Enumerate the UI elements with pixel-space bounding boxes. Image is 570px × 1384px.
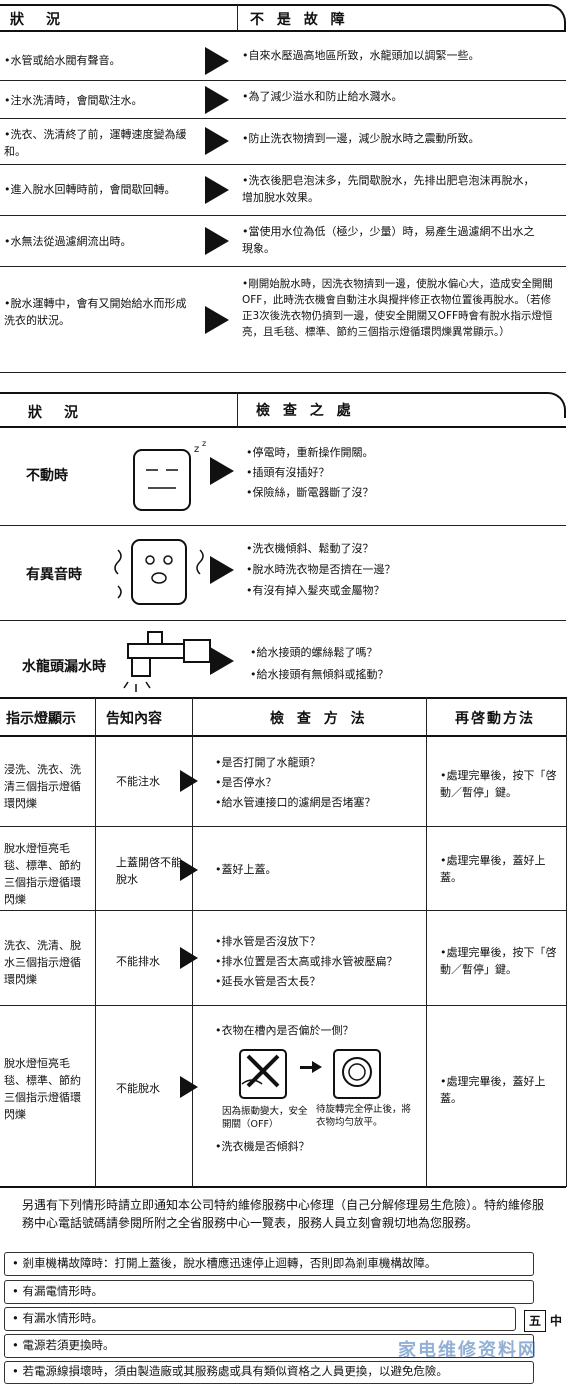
restart-text: •處理完畢後，蓋好上蓋。 bbox=[440, 1075, 546, 1105]
arrow-right-icon bbox=[180, 1076, 198, 1098]
reason-text: •當使用水位為低（極少，少量）時，易產生過濾網不出水之現象。 bbox=[242, 225, 535, 255]
situation-text: •水管或給水閥有聲音。 bbox=[4, 54, 121, 67]
notice-item-box bbox=[4, 1252, 534, 1276]
header-check-method: 檢 查 方 法 bbox=[270, 711, 369, 727]
notice-item: • 若電源線損壞時，須由製造廠或其服務處或具有類似資格之人員更換，以避免危險。 bbox=[12, 1364, 448, 1378]
washer-sleeping-icon: z z bbox=[133, 439, 206, 511]
reason-text: •自來水壓過高地區所致，水龍頭加以調緊一些。 bbox=[242, 49, 480, 62]
arrow-right-icon bbox=[205, 306, 229, 334]
arrow-right-icon bbox=[210, 457, 234, 485]
watermark: 家电维修资料网 bbox=[398, 1340, 538, 1361]
arrow-head bbox=[312, 1061, 322, 1073]
arrow-right-icon bbox=[205, 127, 229, 155]
reason-text: •剛開始脫水時，因洗衣物擠到一邊，使脫水偏心大，造成安全開關OFF，此時洗衣機會… bbox=[242, 278, 553, 338]
svg-text:z: z bbox=[194, 444, 199, 455]
check-item: •洗衣機是否傾斜？ bbox=[215, 1140, 310, 1153]
notice-item-box bbox=[4, 1307, 516, 1331]
caption-even: 待旋轉完全停止後，將衣物均勻放平。 bbox=[316, 1104, 412, 1128]
check-item: •洗衣機傾斜、鬆動了沒？ bbox=[246, 542, 374, 555]
header-restart: 再啓動方法 bbox=[455, 711, 535, 727]
arrow-right-icon bbox=[180, 859, 198, 881]
notice-item: • 剎車機構故障時：打開上蓋後，脫水槽應迅速停止迴轉，否則即為剎車機構故障。 bbox=[12, 1256, 437, 1270]
check-item: •插頭有沒插好？ bbox=[246, 466, 330, 479]
indicator-text: 脫水燈恒亮毛毯、標準、節約三個指示燈循環閃爍 bbox=[4, 842, 81, 906]
notice-item-box bbox=[4, 1334, 534, 1358]
check-item: •給水管連接口的濾網是否堵塞？ bbox=[215, 796, 376, 809]
check-item: •延長水管是否太長？ bbox=[215, 975, 321, 988]
header-indicator: 指示燈顯示 bbox=[6, 711, 76, 727]
check-item: •衣物在槽內是否偏於一側？ bbox=[215, 1024, 354, 1037]
indicator-text: 洗衣、洗清、脫水三個指示燈循環閃爍 bbox=[4, 939, 81, 986]
notice-item: • 電源若須更換時。 bbox=[12, 1338, 115, 1352]
check-item: •是否打開了水龍頭？ bbox=[215, 756, 321, 769]
check-item: •有沒有掉入髮夾或金屬物？ bbox=[246, 584, 385, 597]
tub-uneven-icon bbox=[239, 1049, 287, 1099]
washer-shaking-icon bbox=[114, 539, 204, 605]
restart-text: •處理完畢後，按下「啓動／暫停」鍵。 bbox=[440, 946, 557, 976]
page-number-badge: 五 bbox=[524, 1310, 546, 1332]
label-not-running: 不動時 bbox=[26, 468, 68, 484]
header-not-fault: 不 是 故 障 bbox=[250, 12, 349, 28]
arrow-right-icon bbox=[205, 47, 229, 75]
arrow-right-icon bbox=[205, 176, 229, 204]
notice-text: 上蓋開啓不能脫水 bbox=[116, 856, 182, 886]
situation-text: •洗衣、洗清終了前，運轉速度變為緩和。 bbox=[4, 128, 187, 158]
header-check-points: 檢 查 之 處 bbox=[256, 403, 355, 419]
situation-text: •進入脫水回轉時前，會間歇回轉。 bbox=[4, 183, 176, 196]
check-item: •給水接頭的螺絲鬆了嗎？ bbox=[250, 646, 378, 659]
header-notice: 告知內容 bbox=[106, 711, 162, 727]
arrow-right-icon bbox=[205, 86, 229, 114]
caption-uneven: 因為振動變大，安全開關（OFF） bbox=[222, 1106, 308, 1130]
arrow-right-icon bbox=[210, 647, 234, 675]
header-situation: 狀 況 bbox=[28, 405, 82, 421]
reason-text: •洗衣後肥皂泡沫多，先間歇脫水，先排出肥皂泡沫再脫水，增加脫水效果。 bbox=[242, 174, 535, 204]
check-item: •脫水時洗衣物是否擠在一邊？ bbox=[246, 563, 396, 576]
notice-text: 不能脫水 bbox=[116, 1082, 160, 1095]
notice-item-box bbox=[4, 1280, 534, 1304]
indicator-text: 脫水燈恒亮毛毯、標準、節約三個指示燈循環閃爍 bbox=[4, 1057, 81, 1121]
arrow-right-icon bbox=[180, 770, 198, 792]
arrow-right-icon bbox=[205, 227, 229, 255]
label-faucet-leak: 水龍頭漏水時 bbox=[22, 659, 106, 675]
tub-even-icon bbox=[333, 1049, 381, 1099]
check-item: •保險絲，斷電器斷了沒？ bbox=[246, 486, 374, 499]
indicator-text: 浸洗、洗衣、洗清三個指示燈循環閃爍 bbox=[4, 763, 81, 810]
language-mark: 中 bbox=[550, 1314, 563, 1328]
reason-text: •防止洗衣物擠到一邊，減少脫水時之震動所致。 bbox=[242, 132, 480, 145]
svg-text:z: z bbox=[202, 439, 206, 448]
restart-text: •處理完畢後，蓋好上蓋。 bbox=[440, 854, 546, 884]
faucet-leak-icon bbox=[123, 631, 211, 692]
header-situation: 狀 況 bbox=[10, 12, 64, 28]
situation-text: •水無法從過濾網流出時。 bbox=[4, 235, 132, 248]
situation-text: •注水洗清時，會間歇注水。 bbox=[4, 94, 143, 107]
reason-text: •為了減少溢水和防止給水濺水。 bbox=[242, 90, 403, 103]
check-item: •蓋好上蓋。 bbox=[215, 863, 277, 876]
notice-text: 不能注水 bbox=[116, 775, 160, 788]
label-abnormal-noise: 有異音時 bbox=[26, 567, 82, 583]
check-item: •排水管是否沒放下？ bbox=[215, 935, 321, 948]
check-item: •給水接頭有無傾斜或搖動？ bbox=[250, 668, 389, 681]
arrow-right-icon bbox=[210, 556, 234, 584]
notice-item: • 有漏電情形時。 bbox=[12, 1284, 103, 1298]
arrow-right-icon bbox=[300, 1066, 314, 1069]
check-item: •停電時，重新操作開關。 bbox=[246, 446, 374, 459]
arrow-right-icon bbox=[180, 947, 198, 969]
check-item: •是否停水？ bbox=[215, 776, 277, 789]
notice-intro: 另遇有下列情形時請立即通知本公司特約維修服務中心修理（自己分解修理易生危險）。特… bbox=[22, 1198, 545, 1230]
notice-item: • 有漏水情形時。 bbox=[12, 1311, 103, 1325]
notice-text: 不能排水 bbox=[116, 955, 160, 968]
restart-text: •處理完畢後，按下「啓動／暫停」鍵。 bbox=[440, 769, 557, 799]
situation-text: •脫水運轉中，會有又開始給水而形成洗衣的狀況。 bbox=[4, 297, 187, 327]
check-item: •排水位置是否太高或排水管被壓扁？ bbox=[215, 955, 398, 968]
